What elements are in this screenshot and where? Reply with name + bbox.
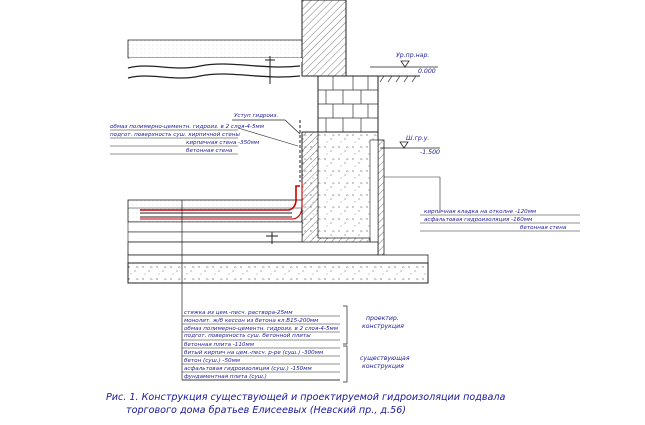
gw-level-value: -1.500: [420, 149, 440, 156]
wall-note-2: подгот. поверхность суш. кирпичной стены: [110, 132, 240, 138]
right-note-3: бетонная стена: [520, 225, 567, 231]
ground-floor-slab: [127, 39, 303, 84]
wall-note-1: обмаз полимерно-цементн. гидроиз. в 2 сл…: [110, 124, 265, 130]
floor-level-title: Ур.пр.нар.: [396, 52, 429, 59]
floor-layer-7: бетон (суш.) -50мм: [184, 358, 241, 364]
group-existing-1: существующая: [360, 355, 410, 362]
right-note-1: кирпичная кладка на отколне -120мм: [424, 209, 537, 215]
group-designed-1: проектир.: [366, 315, 399, 322]
floor-level-value: 0.000: [418, 68, 436, 75]
floor-layer-5: бетонная плита -110мм: [184, 342, 255, 348]
waterproofing-tag: Уступ гидроиз.: [232, 113, 301, 135]
floor-layer-8: асфальтовая гидроизоляция (суш.) -150мм: [184, 366, 312, 372]
level-mark-ground-water: Ш.гр.у. -1.500: [380, 135, 440, 156]
brick-block: [317, 75, 379, 133]
floor-layer-3: обмаз полимерно-цементн. гидроиз. в 2 сл…: [184, 326, 339, 332]
floor-layer-callouts: стяжка из цем.-песч. раствора-25мм монол…: [182, 310, 340, 381]
caption-line-2: торгового дома братьев Елисеевых (Невски…: [126, 404, 406, 416]
right-annotations: кирпичная кладка на отколне -120мм асфал…: [384, 176, 580, 232]
floor-layer-6: битый кирпич на цем.-песч. р-ре (суш.) -…: [184, 350, 324, 356]
right-note-2: асфальтовая гидроизоляция -160мм: [424, 217, 533, 223]
gw-level-title: Ш.гр.у.: [406, 135, 429, 142]
grade-line: [346, 75, 420, 83]
floor-layer-9: фундаментная плита (суш.): [184, 374, 267, 380]
waterproofing-tag-text: Уступ гидроиз.: [234, 113, 279, 119]
wall-note-4: бетонная стена: [186, 148, 233, 154]
group-existing-2: конструкция: [362, 363, 404, 370]
figure-caption: Рис. 1. Конструкция существующей и проек…: [106, 392, 506, 416]
floor-layer-1: стяжка из цем.-песч. раствора-25мм: [184, 310, 293, 316]
floor-layer-2: монолит. ж/б кессон из бетона кл.В15-200…: [184, 318, 319, 324]
wall-annotations: обмаз полимерно-цементн. гидроиз. в 2 сл…: [110, 124, 299, 155]
group-designed-2: конструкция: [362, 323, 404, 330]
floor-layers: [127, 199, 429, 284]
caption-line-1: Рис. 1. Конструкция существующей и проек…: [106, 392, 506, 403]
waterproofing-line: [140, 120, 303, 220]
upper-wall: [301, 0, 347, 77]
level-mark-floor: Ур.пр.нар. 0.000: [370, 52, 438, 75]
floor-layer-4: подгот. поверхность суш. бетонной плиты: [184, 333, 311, 339]
group-brackets: проектир. конструкция существующая конст…: [343, 305, 410, 383]
wall-note-3: кирпичная стена -350мм: [186, 140, 260, 146]
